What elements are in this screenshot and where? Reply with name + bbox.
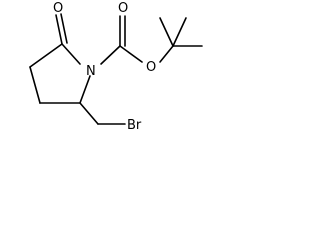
atom-label-ester-oxygen: O <box>146 60 156 75</box>
bond-o-tbu <box>159 45 174 63</box>
bond-tbu-methyl-3 <box>172 17 187 47</box>
bond-c4-c3 <box>29 66 41 104</box>
bond-c5-ch2 <box>79 102 99 125</box>
atom-label-bromine: Br <box>127 118 142 133</box>
chemical-structure: O N O O Br <box>29 1 203 133</box>
atom-label-ring-oxygen: O <box>53 1 63 16</box>
bond-c3-c2 <box>29 43 63 68</box>
bond-c2-o-double-b <box>60 13 68 44</box>
bond-carbonyl-o-ester <box>119 45 143 63</box>
atom-label-carbonyl-oxygen: O <box>118 1 128 16</box>
bond-c2-n <box>61 43 81 65</box>
atom-label-nitrogen: N <box>86 64 96 79</box>
bond-n-carbonyl <box>100 45 121 65</box>
bond-tbu-methyl-1 <box>159 17 174 47</box>
bond-n-c5 <box>79 75 91 104</box>
bond-c2-o-double-a <box>55 14 63 45</box>
